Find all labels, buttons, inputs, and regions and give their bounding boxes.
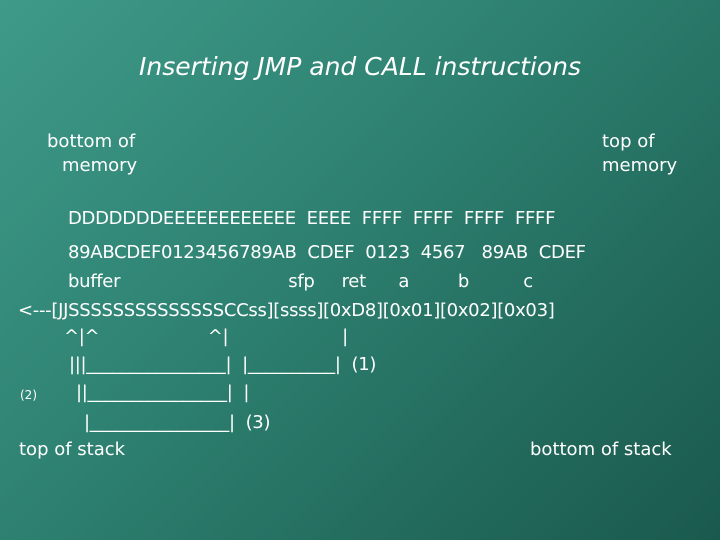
- label-2: (2): [20, 388, 37, 402]
- bottom-of-memory-label-line2: memory: [62, 154, 137, 178]
- stack-contents-row: <---[JJSSSSSSSSSSSSSSCCss][ssss][0xD8][0…: [18, 300, 555, 321]
- slide-title: Inserting JMP and CALL instructions: [138, 52, 582, 81]
- top-of-memory-line-2: memory: [602, 155, 678, 176]
- memory-hex-row-1: DDDDDDDEEEEEEEEEEEE EEEE FFFF FFFF FFFF …: [68, 208, 556, 229]
- top-of-memory-label-line2: memory: [602, 154, 677, 178]
- bottom-of-memory-line-1: bottom of: [47, 131, 136, 152]
- bottom-of-memory-label: bottom of: [47, 130, 135, 154]
- bottom-of-memory-line-2: memory: [62, 155, 138, 176]
- pointer-row: ^|^ ^| |: [64, 326, 348, 347]
- jump-row-3: |________________| (3): [84, 412, 271, 433]
- top-of-memory-label: top of: [602, 130, 655, 154]
- jump-row-2: ||________________| |: [76, 382, 250, 403]
- bottom-of-stack-label: bottom of stack: [530, 439, 672, 460]
- memory-hex-row-2: 89ABCDEF0123456789AB CDEF 0123 4567 89AB…: [68, 242, 586, 263]
- top-of-memory-line-1: top of: [602, 131, 655, 152]
- jump-row-1: |||________________| |__________| (1): [69, 354, 377, 375]
- field-names-row: buffer sfp ret a b c: [68, 271, 533, 292]
- top-of-stack-label: top of stack: [19, 439, 126, 460]
